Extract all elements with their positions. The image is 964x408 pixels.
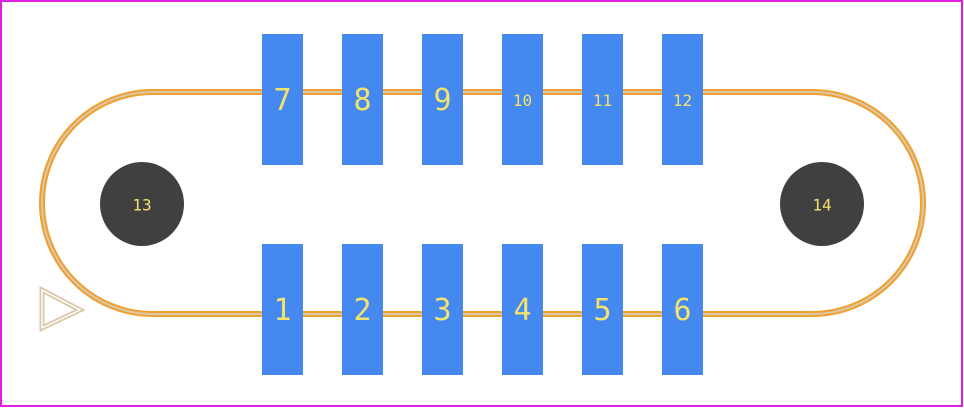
triangle-marker bbox=[39, 285, 86, 332]
mounting-hole-label-14: 14 bbox=[812, 196, 831, 215]
pad-3 bbox=[422, 244, 463, 375]
pad-label-1: 1 bbox=[273, 293, 291, 328]
pad-10 bbox=[502, 34, 543, 165]
pad-label-11: 11 bbox=[593, 91, 612, 110]
pads-top-row: 7 8 9 10 11 12 bbox=[262, 34, 703, 165]
pad-label-12: 12 bbox=[673, 91, 692, 110]
pad-label-6: 6 bbox=[673, 293, 691, 328]
pad-label-2: 2 bbox=[353, 293, 371, 328]
component-outline-inner bbox=[41, 91, 924, 315]
pad-label-9: 9 bbox=[433, 83, 451, 118]
pad-6 bbox=[662, 244, 703, 375]
pad-1 bbox=[262, 244, 303, 375]
pads-bottom-row: 1 2 3 4 5 6 bbox=[262, 244, 703, 375]
pad-8 bbox=[342, 34, 383, 165]
pad-12 bbox=[662, 34, 703, 165]
mounting-hole-14 bbox=[780, 162, 864, 246]
mounting-holes: 13 14 bbox=[100, 162, 864, 246]
mounting-hole-13 bbox=[100, 162, 184, 246]
pad-2 bbox=[342, 244, 383, 375]
pad-label-8: 8 bbox=[353, 83, 371, 118]
triangle-marker-inner bbox=[41, 288, 82, 330]
pad-7 bbox=[262, 34, 303, 165]
mounting-hole-label-13: 13 bbox=[132, 196, 151, 215]
pad-label-7: 7 bbox=[273, 83, 291, 118]
pad-9 bbox=[422, 34, 463, 165]
pad-label-3: 3 bbox=[433, 293, 451, 328]
pad-label-5: 5 bbox=[593, 293, 611, 328]
pad-11 bbox=[582, 34, 623, 165]
pad-4 bbox=[502, 244, 543, 375]
pad-label-4: 4 bbox=[513, 293, 531, 328]
pad-label-10: 10 bbox=[513, 91, 532, 110]
pad-5 bbox=[582, 244, 623, 375]
